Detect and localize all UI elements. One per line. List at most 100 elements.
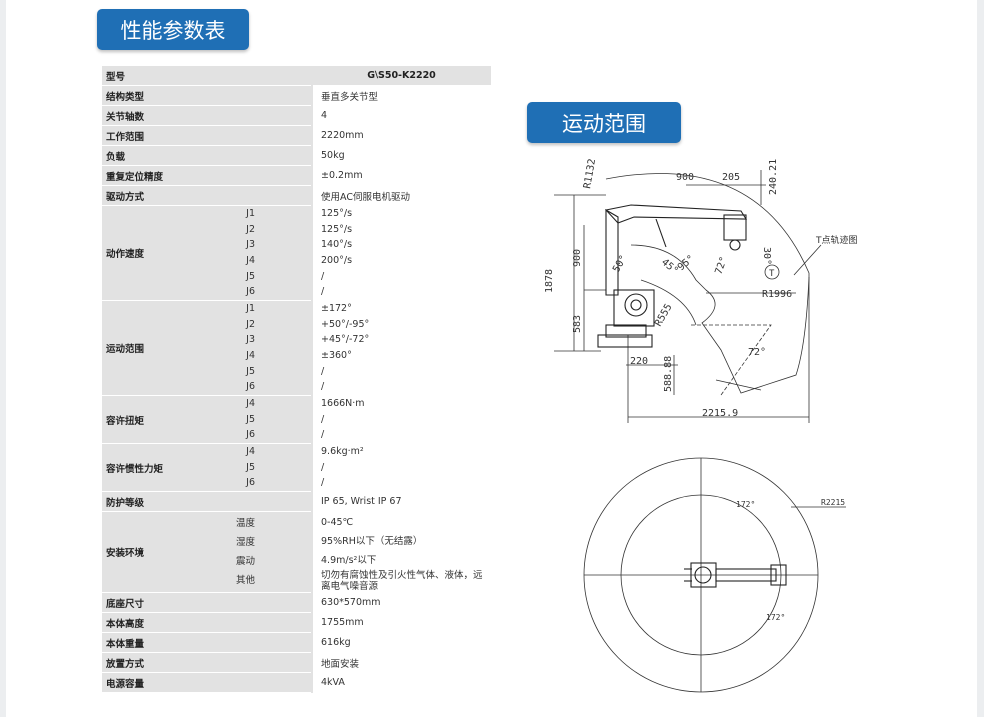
range-label: 工作范围 — [102, 125, 227, 146]
angle-95: 95° — [676, 253, 697, 273]
dim-r1132: R1132 — [582, 158, 598, 190]
angle-50: 50° — [611, 253, 630, 274]
angle-172-bottom: 172° — [766, 613, 785, 622]
motion-joint: J2 — [246, 318, 255, 330]
torque-value: / — [321, 429, 325, 441]
motion-joint: J5 — [246, 365, 255, 377]
structure-label: 结构类型 — [102, 85, 227, 106]
inertia-label: 容许惯性力矩 — [102, 443, 227, 492]
motion-joint: J4 — [246, 350, 255, 361]
t-circle-marker — [764, 264, 780, 280]
base-label: 底座尺寸 — [102, 592, 227, 613]
motion-joint: J6 — [246, 381, 255, 393]
dim-r555: R555 — [653, 302, 675, 328]
inertia-joint: J6 — [246, 477, 255, 489]
motion-joint: J3 — [246, 334, 255, 346]
motion-range-heading: 运动范围 — [527, 102, 681, 143]
motion-value: ±360° — [321, 350, 352, 361]
angle-172-top: 172° — [736, 500, 755, 509]
table-row: 安装环境 温度 湿度 震动 其他 0-45℃ 95%RH以下（无结露） 4.9m… — [102, 511, 491, 593]
motion-value: / — [321, 381, 325, 393]
model-label: 型号 — [102, 66, 227, 86]
torque-value: / — [321, 413, 325, 425]
top-view-drawing: 172° 172° R2215.9 — [583, 457, 846, 693]
table-row: 型号 G⧵S50-K2220 — [102, 66, 491, 86]
payload-label: 负载 — [102, 145, 227, 166]
side-view-drawing: R1132 900 205 240.21 1878 900 583 220 58… — [544, 158, 858, 423]
drive-value: 使用AC伺服电机驱动 — [311, 185, 491, 206]
env-temp-label: 温度 — [235, 518, 255, 529]
table-row: 动作速度 J1 J2 J3 J4 J5 J6 125°/s 125°/s 140… — [102, 205, 491, 301]
torque-value: 1666N·m — [321, 398, 365, 410]
inertia-value: / — [321, 461, 325, 473]
repeat-value: ±0.2mm — [311, 165, 491, 186]
payload-value: 50kg — [311, 145, 491, 166]
inertia-joint: J4 — [246, 446, 255, 458]
table-row: 电源容量 4kVA — [102, 672, 491, 693]
table-row: 底座尺寸 630*570mm — [102, 592, 491, 613]
table-row: 工作范围 2220mm — [102, 125, 491, 146]
dim-240: 240.21 — [768, 159, 779, 195]
dim-2215: 2215.9 — [702, 408, 738, 419]
range-value: 2220mm — [311, 125, 491, 146]
power-label: 电源容量 — [102, 672, 227, 693]
power-value: 4kVA — [311, 672, 491, 693]
model-value: G⧵S50-K2220 — [312, 66, 491, 86]
env-other-label: 其他 — [235, 575, 255, 586]
dim-205: 205 — [722, 172, 740, 183]
t-circle-label: T — [769, 269, 775, 279]
table-row: 运动范围 J1 J2 J3 J4 J5 J6 ±172° +50°/-95° +… — [102, 300, 491, 396]
table-row: 本体高度 1755mm — [102, 612, 491, 633]
weight-value: 616kg — [311, 632, 491, 653]
mount-label: 放置方式 — [102, 652, 227, 673]
motion-value: / — [321, 365, 325, 377]
torque-joint: J6 — [246, 429, 255, 441]
table-row: 关节轴数 4 — [102, 105, 491, 126]
env-temp-value: 0-45℃ — [321, 516, 354, 528]
speed-joint: J5 — [246, 270, 255, 282]
speed-joint: J2 — [246, 223, 255, 235]
weight-label: 本体重量 — [102, 632, 227, 653]
height-value: 1755mm — [311, 612, 491, 633]
spec-table: 型号 G⧵S50-K2220 结构类型 垂直多关节型 关节轴数 4 工作范围 2… — [102, 66, 491, 693]
table-row: 防护等级 IP 65, Wrist IP 67 — [102, 491, 491, 512]
dim-r1996: R1996 — [762, 289, 792, 300]
env-vib-label: 震动 — [235, 556, 255, 567]
dim-900-left: 900 — [572, 249, 583, 267]
env-label: 安装环境 — [102, 511, 227, 593]
env-humid-label: 湿度 — [235, 537, 255, 548]
table-row: 结构类型 垂直多关节型 — [102, 85, 491, 106]
envelope-outline — [605, 173, 810, 394]
motion-value: +45°/-72° — [321, 334, 370, 346]
speed-label: 动作速度 — [102, 205, 227, 301]
structure-value: 垂直多关节型 — [311, 85, 491, 106]
base-value: 630*570mm — [311, 592, 491, 613]
dim-r2215: R2215.9 — [821, 498, 846, 507]
angle-72a: 72° — [713, 255, 730, 276]
motion-label: 运动范围 — [102, 300, 227, 396]
envelope-lower — [691, 324, 772, 396]
table-row: 容许惯性力矩 J4 J5 J6 9.6kg·m² / / — [102, 443, 491, 492]
dim-900-top: 900 — [676, 172, 694, 183]
performance-heading: 性能参数表 — [97, 9, 249, 50]
speed-joint: J3 — [246, 239, 255, 251]
speed-joint: J6 — [246, 286, 255, 298]
motion-value: +50°/-95° — [321, 318, 370, 330]
dim-220: 220 — [630, 356, 648, 367]
inertia-joint: J5 — [246, 461, 255, 473]
env-humid-value: 95%RH以下（无结露） — [321, 535, 423, 547]
speed-joint: J1 — [246, 208, 255, 220]
t-path-label: T点轨迹图 — [815, 234, 858, 246]
speed-value: 125°/s — [321, 208, 353, 220]
drive-label: 驱动方式 — [102, 185, 227, 206]
torque-joint: J4 — [246, 398, 255, 410]
inertia-value: / — [321, 477, 325, 489]
speed-value: 140°/s — [321, 239, 353, 251]
protection-label: 防护等级 — [102, 491, 227, 512]
spec-page: 性能参数表 运动范围 型号 G⧵S50-K2220 结构类型 垂直多关节型 关节… — [6, 0, 977, 717]
robot-arm — [597, 204, 748, 348]
speed-joint: J4 — [246, 255, 255, 266]
angle-30: 30° — [761, 247, 772, 265]
protection-value: IP 65, Wrist IP 67 — [311, 491, 491, 512]
table-row: 驱动方式 使用AC伺服电机驱动 — [102, 185, 491, 206]
